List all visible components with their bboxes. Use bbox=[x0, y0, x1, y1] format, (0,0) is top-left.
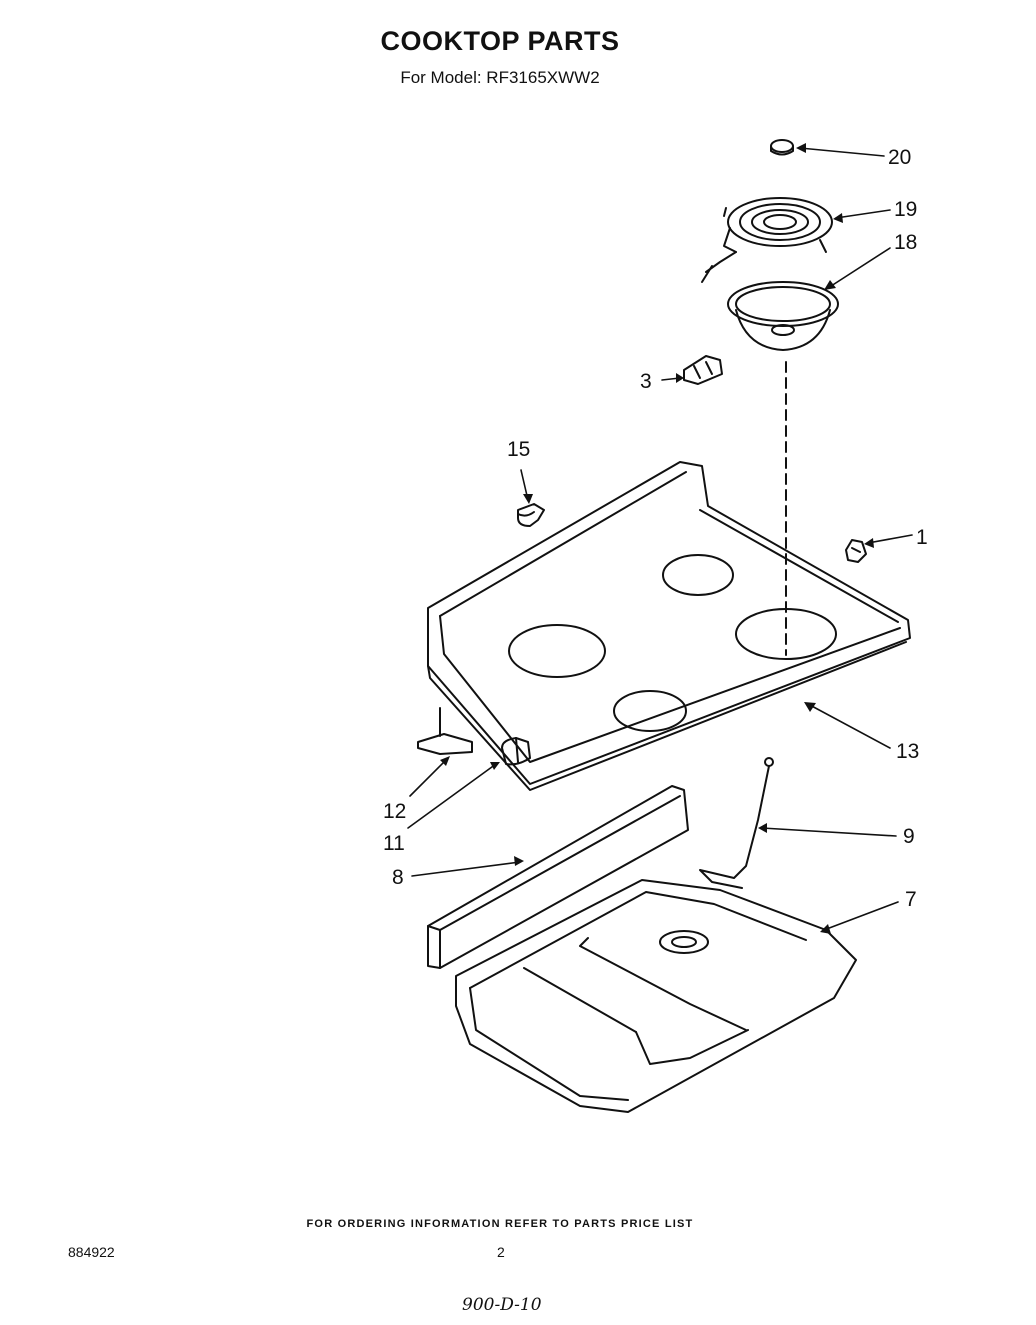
part-9-rod bbox=[699, 757, 774, 889]
handwritten-code: 900-D-10 bbox=[462, 1295, 542, 1315]
ordering-information-note: FOR ORDERING INFORMATION REFER TO PARTS … bbox=[306, 1218, 694, 1230]
part-13-cooktop bbox=[427, 461, 911, 791]
page-title: COOKTOP PARTS bbox=[380, 26, 620, 56]
callout-12: 12 bbox=[383, 800, 406, 823]
part-19-surface-element bbox=[701, 197, 833, 283]
callout-8: 8 bbox=[392, 866, 404, 889]
callout-13: 13 bbox=[896, 740, 919, 763]
callout-11: 11 bbox=[383, 832, 405, 855]
callout-numbers: 20 19 18 3 15 1 13 12 11 9 8 7 bbox=[383, 146, 928, 911]
part-8-front-trim bbox=[427, 785, 689, 969]
callout-15: 15 bbox=[507, 438, 530, 461]
part-1-clip bbox=[845, 539, 867, 563]
part-11-spacer bbox=[501, 737, 531, 766]
document-number: 884922 bbox=[68, 1244, 115, 1260]
arrowheads bbox=[440, 143, 874, 934]
callout-1: 1 bbox=[916, 526, 928, 549]
callout-9: 9 bbox=[903, 825, 915, 848]
callout-3: 3 bbox=[640, 370, 652, 393]
part-20-cap bbox=[770, 139, 794, 156]
part-7-burner-box bbox=[455, 879, 857, 1113]
callout-7: 7 bbox=[905, 888, 917, 911]
page-number: 2 bbox=[497, 1244, 505, 1260]
callout-18: 18 bbox=[894, 231, 917, 254]
leader-lines bbox=[407, 147, 913, 931]
part-3-terminal-block bbox=[683, 355, 723, 385]
callout-20: 20 bbox=[888, 146, 911, 169]
part-18-drip-bowl bbox=[727, 281, 839, 351]
part-12-bracket bbox=[417, 707, 473, 755]
part-15-clip bbox=[517, 503, 545, 527]
callout-19: 19 bbox=[894, 198, 917, 221]
model-subtitle: For Model: RF3165XWW2 bbox=[400, 68, 600, 87]
